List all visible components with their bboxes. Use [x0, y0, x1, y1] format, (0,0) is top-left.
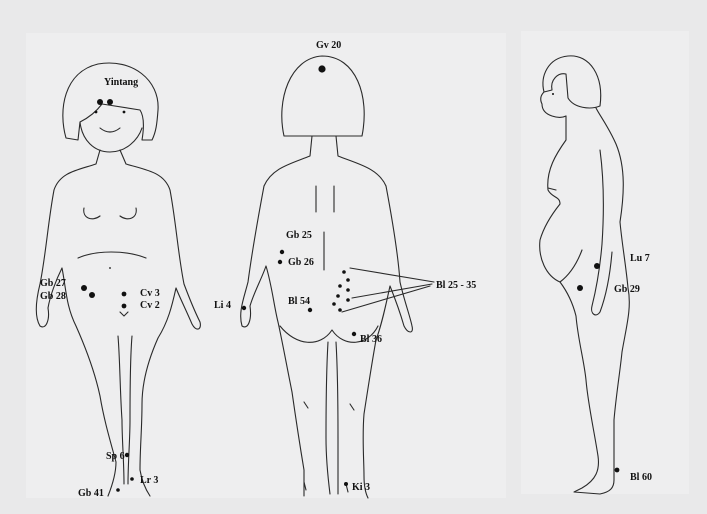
back-knees	[304, 402, 354, 492]
front-neck-shoulders	[54, 150, 170, 190]
front-right-eye	[123, 111, 126, 114]
side-front-contour	[540, 108, 630, 494]
gb25-label: Gb 25	[286, 230, 312, 241]
lr3-label: Lr 3	[140, 475, 158, 486]
gb41-point	[116, 488, 120, 492]
side-eye	[552, 93, 554, 95]
cv3-point	[122, 292, 127, 297]
li4-label: Li 4	[214, 300, 231, 311]
cv3-label: Cv 3	[140, 288, 160, 299]
front-navel	[109, 267, 111, 269]
gb41-label: Gb 41	[78, 488, 104, 499]
bl25-35-point-8	[338, 308, 342, 312]
bl25-35-point-7	[332, 302, 336, 306]
front-left-eye	[95, 111, 98, 114]
yintang-label: Yintang	[104, 77, 138, 88]
front-figure: Yintang Gb 27 Gb 28 Cv 3 Cv 2 Sp 6 Lr 3 …	[36, 63, 200, 499]
side-figure: Lu 7 Gb 29 Bl 60	[540, 56, 652, 494]
gb25-point	[280, 250, 284, 254]
bl60-point	[615, 468, 620, 473]
gb29-point	[577, 285, 583, 291]
back-figure: Gv 20 Gb 25 Gb 26 Li 4 Bl 54 Bl 25 - 35 …	[214, 40, 476, 498]
bl25-35-point-1	[342, 270, 346, 274]
back-spine	[316, 186, 334, 270]
side-arm	[592, 150, 612, 315]
bl25-35-label: Bl 25 - 35	[436, 280, 476, 291]
lr3-point	[130, 477, 134, 481]
bl25-35-point-3	[338, 284, 342, 288]
bl25-35-point-4	[346, 288, 350, 292]
back-neck-shoulders	[264, 136, 386, 186]
gb29-label: Gb 29	[614, 284, 640, 295]
gb27-point	[81, 285, 87, 291]
gb28-point	[89, 292, 95, 298]
front-belly	[78, 252, 146, 316]
lu7-point	[594, 263, 600, 269]
gb26-point	[278, 260, 282, 264]
bl54-label: Bl 54	[288, 296, 310, 307]
li4-point	[242, 306, 246, 310]
sp6-label: Sp 6	[106, 451, 125, 462]
side-face	[541, 92, 566, 118]
front-face	[80, 122, 142, 152]
gb27-label: Gb 27	[40, 278, 66, 289]
bl36-label: Bl 36	[360, 334, 382, 345]
bl25-35-point-6	[346, 298, 350, 302]
gv20-label: Gv 20	[316, 40, 341, 51]
cv2-point	[122, 304, 127, 309]
front-smile	[100, 128, 120, 132]
back-inner-legs	[326, 342, 338, 494]
bl54-point	[308, 308, 312, 312]
sp6-point	[125, 453, 129, 457]
side-belly-breast	[548, 188, 582, 282]
bl25-35-leader-lines	[342, 268, 434, 312]
cv2-label: Cv 2	[140, 300, 160, 311]
bl25-35-point-2	[346, 278, 350, 282]
side-hair	[543, 56, 601, 108]
yintang-point-2	[107, 99, 113, 105]
lu7-label: Lu 7	[630, 253, 650, 264]
ki3-label: Ki 3	[352, 482, 370, 493]
gv20-point	[318, 65, 325, 72]
front-left-contour	[36, 190, 116, 496]
gb26-label: Gb 26	[288, 257, 314, 268]
bl60-label: Bl 60	[630, 472, 652, 483]
yintang-point	[97, 99, 103, 105]
ki3-point	[344, 482, 348, 486]
bl36-point	[352, 332, 356, 336]
front-right-contour	[140, 190, 200, 496]
front-breasts	[84, 208, 137, 219]
bl25-35-point-5	[336, 294, 340, 298]
gb28-label: Gb 28	[40, 291, 66, 302]
